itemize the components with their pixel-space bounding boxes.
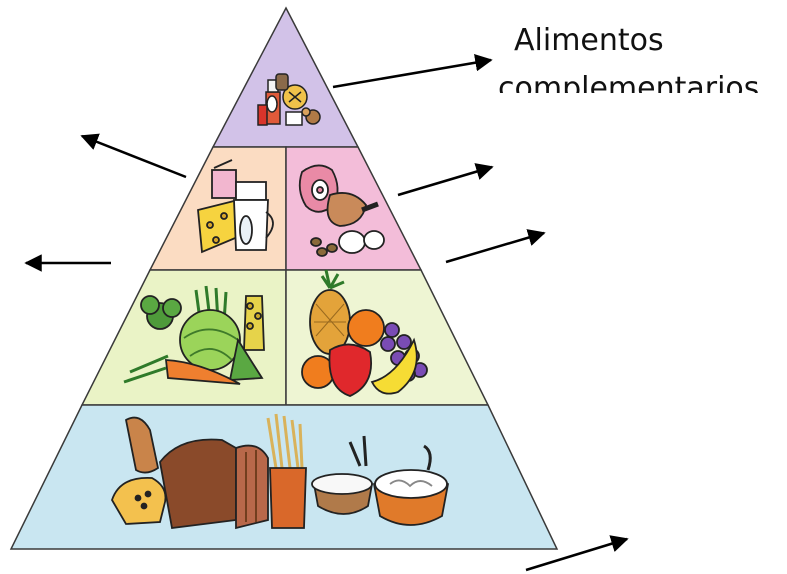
arrow-fruits-right [445,229,546,264]
arrows [24,54,629,572]
vegetables-icon [123,285,265,385]
bread-cereals-icon [111,413,449,530]
dairy-milk-cheese-icon [197,159,274,254]
fruits-icon [301,269,428,397]
arrow-meat-right [397,163,494,197]
meat-eggs-beans-icon [298,164,385,257]
label-clip-mask [490,93,787,115]
arrow-top-right [332,54,493,89]
label-line-1: Alimentos [514,23,664,58]
arrow-grains-right [525,535,629,572]
snacks-sweets-icon [257,73,321,126]
arrow-dairy-left [80,133,187,179]
